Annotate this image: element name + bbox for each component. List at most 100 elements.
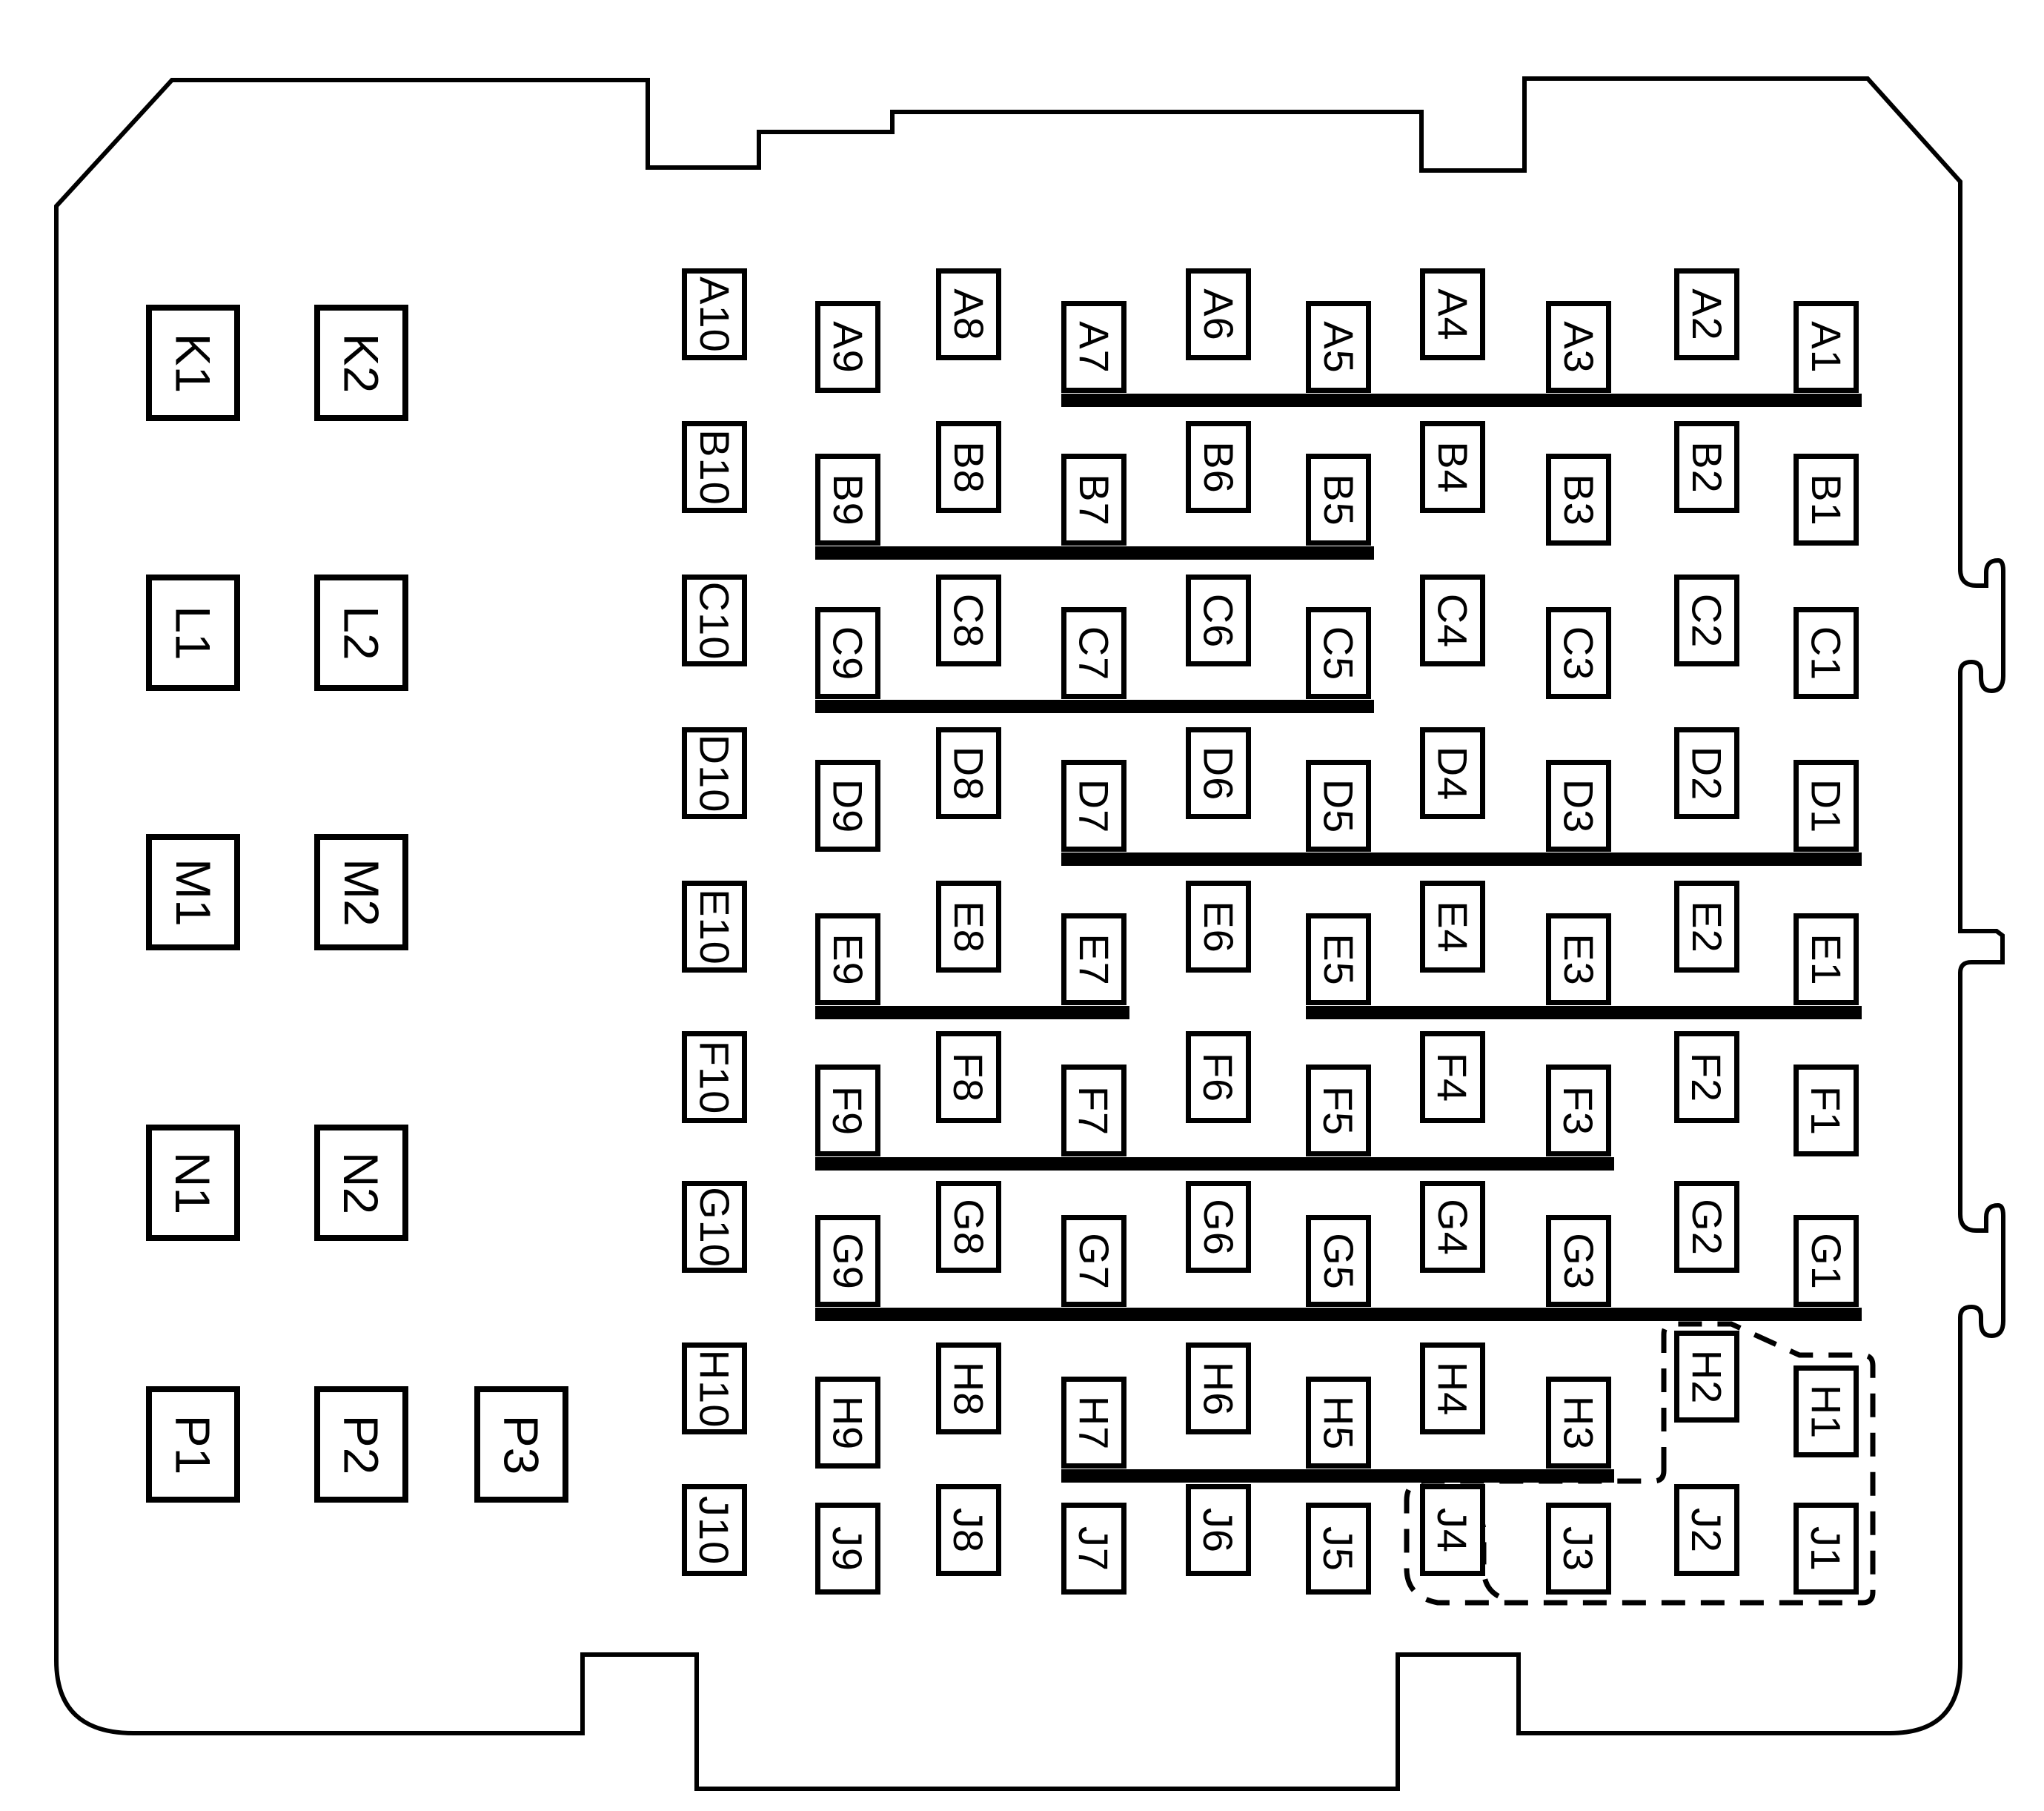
fuse-box-h4: H4: [1420, 1342, 1485, 1434]
fuse-label: B2: [1683, 440, 1731, 494]
fuse-label: F6: [1195, 1052, 1242, 1102]
fuse-label: J1: [1802, 1526, 1850, 1572]
fuse-label: J9: [824, 1526, 872, 1572]
fuse-box-f3: F3: [1546, 1065, 1611, 1156]
module-box-p3: P3: [474, 1386, 568, 1503]
fuse-box-g7: G7: [1061, 1215, 1126, 1307]
fuse-label: C3: [1555, 626, 1602, 681]
fuse-box-c3: C3: [1546, 607, 1611, 699]
module-box-p2: P2: [314, 1386, 408, 1503]
fuse-box-e3: E3: [1546, 913, 1611, 1005]
fuse-box-f1: F1: [1794, 1065, 1859, 1156]
fuse-box-g9: G9: [815, 1215, 880, 1307]
fuse-box-e2: E2: [1674, 881, 1739, 973]
fuse-box-b10: B10: [682, 421, 747, 513]
module-label: L2: [334, 605, 389, 660]
fuse-box-b7: B7: [1061, 454, 1126, 546]
fuse-box-c7: C7: [1061, 607, 1126, 699]
module-label: P1: [165, 1414, 221, 1474]
fuse-box-g1: G1: [1794, 1215, 1859, 1307]
fuse-box-f2: F2: [1674, 1031, 1739, 1123]
fuse-label: C8: [945, 593, 992, 648]
module-label: M2: [334, 858, 389, 927]
fuse-label: G10: [691, 1186, 738, 1268]
fuse-box-f4: F4: [1420, 1031, 1485, 1123]
fuse-box-c8: C8: [936, 575, 1001, 666]
fuse-box-h7: H7: [1061, 1377, 1126, 1469]
fuse-label: A3: [1555, 320, 1602, 374]
fuse-box-d7: D7: [1061, 760, 1126, 852]
fuse-label: E3: [1555, 933, 1602, 986]
module-box-k2: K2: [314, 305, 408, 421]
fuse-label: J10: [691, 1495, 738, 1565]
fuse-label: E7: [1070, 933, 1118, 986]
fuse-box-g6: G6: [1186, 1181, 1251, 1273]
fuse-box-g4: G4: [1420, 1181, 1485, 1273]
fuse-box-f7: F7: [1061, 1065, 1126, 1156]
fuse-box-h1: H1: [1794, 1365, 1859, 1457]
fuse-label: J4: [1429, 1507, 1476, 1553]
fuse-box-h5: H5: [1306, 1377, 1371, 1469]
fuse-label: F8: [945, 1052, 992, 1102]
bus-bar-g9-1: [815, 1308, 1862, 1321]
fuse-label: D1: [1802, 778, 1850, 833]
fuse-box-j9: J9: [815, 1503, 880, 1595]
fuse-label: H6: [1195, 1361, 1242, 1416]
fuse-label: B6: [1195, 440, 1242, 494]
fuse-box-d9: D9: [815, 760, 880, 852]
fuse-box-e9: E9: [815, 913, 880, 1005]
fuse-box-b3: B3: [1546, 454, 1611, 546]
fuse-label: J8: [945, 1507, 992, 1553]
bus-bar-e5-1: [1306, 1006, 1862, 1019]
fuse-label: H2: [1683, 1349, 1731, 1404]
fuse-label: G4: [1429, 1198, 1476, 1256]
fuse-label: D8: [945, 746, 992, 801]
fuse-label: G7: [1070, 1232, 1118, 1290]
fuse-label: J5: [1315, 1526, 1362, 1572]
enclosure-outline: [54, 76, 2005, 1791]
module-box-k1: K1: [146, 305, 240, 421]
fuse-label: E5: [1315, 933, 1362, 986]
fuse-label: D5: [1315, 778, 1362, 833]
fuse-label: G8: [945, 1198, 992, 1256]
fuse-label: D2: [1683, 746, 1731, 801]
fuse-label: F5: [1315, 1085, 1362, 1136]
fuse-label: A2: [1683, 288, 1731, 341]
module-box-p1: P1: [146, 1386, 240, 1503]
fuse-label: G6: [1195, 1198, 1242, 1256]
fuse-box-d6: D6: [1186, 727, 1251, 819]
fuse-box-b4: B4: [1420, 421, 1485, 513]
fuse-label: B10: [691, 428, 738, 506]
fuse-label: D10: [691, 734, 738, 812]
fuse-box-e5: E5: [1306, 913, 1371, 1005]
fuse-label: C4: [1429, 593, 1476, 648]
fuse-label: A5: [1315, 320, 1362, 374]
fuse-box-c2: C2: [1674, 575, 1739, 666]
fuse-label: A4: [1429, 288, 1476, 341]
fuse-label: B1: [1802, 473, 1850, 526]
fuse-box-f8: F8: [936, 1031, 1001, 1123]
bus-bar-h7-3: [1061, 1469, 1614, 1483]
module-label: P3: [494, 1414, 549, 1474]
fuse-label: C1: [1802, 626, 1850, 681]
fuse-box-a1: A1: [1794, 301, 1859, 393]
fuse-box-h9: H9: [815, 1377, 880, 1469]
fuse-box-a10: A10: [682, 268, 747, 360]
fuse-label: C5: [1315, 626, 1362, 681]
fuse-box-c5: C5: [1306, 607, 1371, 699]
module-box-n1: N1: [146, 1125, 240, 1241]
fuse-label: A6: [1195, 288, 1242, 341]
fuse-label: C7: [1070, 626, 1118, 681]
fuse-box-a2: A2: [1674, 268, 1739, 360]
fuse-box-a4: A4: [1420, 268, 1485, 360]
fuse-label: D7: [1070, 778, 1118, 833]
fuse-label: J2: [1683, 1507, 1731, 1553]
fuse-label: C9: [824, 626, 872, 681]
fuse-box-b5: B5: [1306, 454, 1371, 546]
bus-bar-a7-1: [1061, 394, 1862, 407]
module-box-m2: M2: [314, 834, 408, 950]
fuse-box-h10: H10: [682, 1342, 747, 1434]
module-box-n2: N2: [314, 1125, 408, 1241]
fuse-label: B9: [824, 473, 872, 526]
